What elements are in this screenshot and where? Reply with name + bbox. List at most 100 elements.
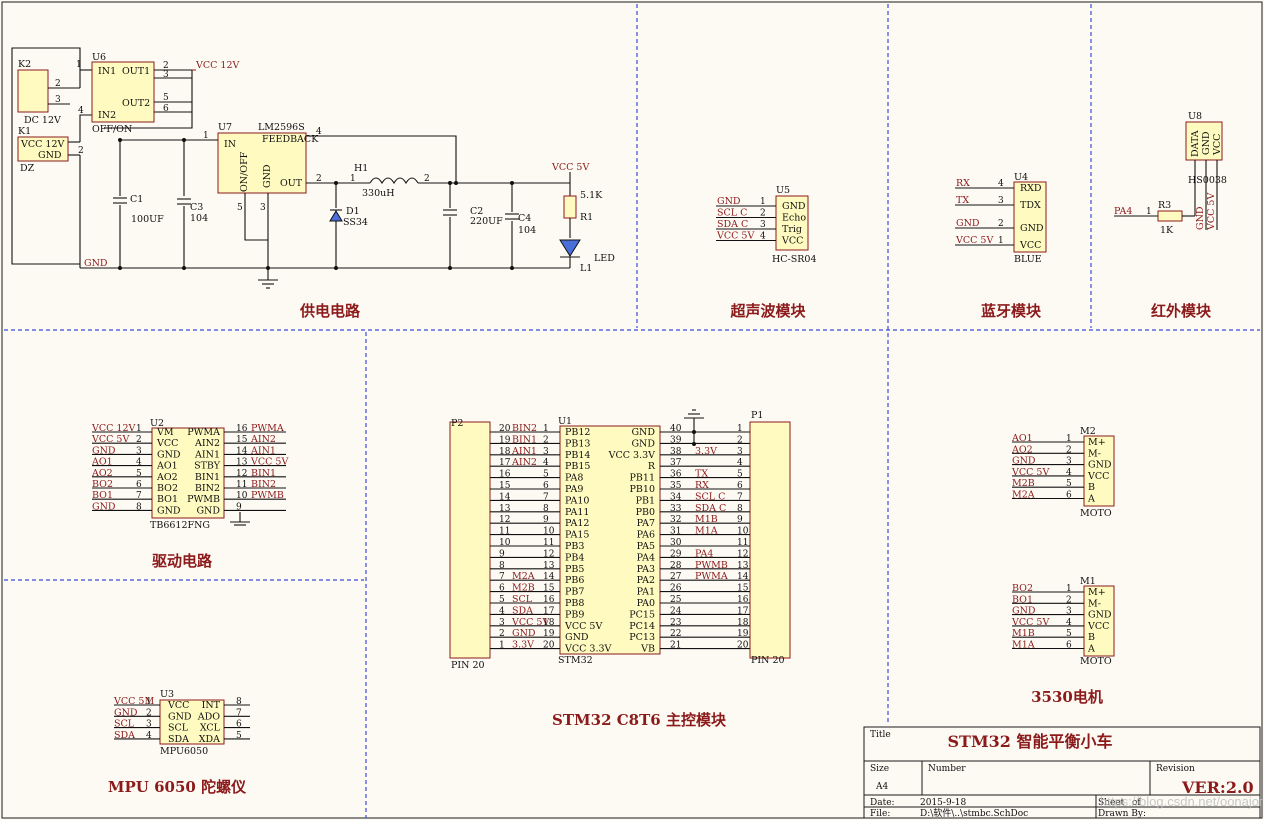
mcu-pin-label: GND: [631, 427, 655, 438]
svg-text:Sheet: Sheet: [1098, 798, 1125, 808]
us-net-label: SDA C: [717, 219, 748, 230]
motor-pin-label: GND: [1088, 610, 1112, 621]
mcu-pin-label: PA4: [637, 552, 655, 563]
p1-header: [749, 421, 791, 659]
bluetooth-chip: [1013, 181, 1047, 253]
tb6612-chip: [151, 427, 225, 519]
pin-number: 4: [499, 606, 505, 616]
svg-text:GND: GND: [1201, 131, 1212, 155]
svg-text:100UF: 100UF: [131, 214, 164, 225]
svg-text:220UF: 220UF: [470, 216, 503, 227]
vcc5v-net: VCC 5V: [551, 162, 589, 173]
pin-number: 25: [670, 595, 682, 605]
pin-number: 17: [499, 458, 511, 468]
pin-number: 4: [1066, 618, 1072, 628]
mcu-net-label: AIN1: [511, 446, 537, 457]
mcu-pin-label: PB3: [565, 541, 584, 552]
pin-number: 3: [136, 446, 142, 456]
mcu-net-label: SCL: [512, 594, 533, 605]
motor-net-label: M1B: [1012, 628, 1035, 639]
mpu-pin-label: SDA: [168, 734, 189, 745]
driver-pin-label: GND: [196, 505, 220, 516]
pin-number: 27: [670, 572, 682, 582]
mcu-net-label: M2A: [512, 571, 535, 582]
pin-number: 8: [543, 504, 549, 514]
k1-vcc-label: VCC 12V: [20, 139, 65, 150]
driver-net-label: GND: [92, 501, 116, 512]
motor-pin-label: A: [1087, 494, 1095, 505]
driver-net-label: BO2: [92, 479, 113, 490]
pin-number: 33: [670, 504, 682, 514]
bt-pin-label: RXD: [1020, 183, 1042, 194]
pin-number: 2: [136, 435, 142, 445]
mcu-pin-label: PA1: [637, 587, 655, 598]
mcu-net-label: PA4: [695, 548, 713, 559]
pin-number: 2: [1066, 595, 1072, 605]
us-net-label: GND: [717, 196, 741, 207]
driver-pin-label: AIN2: [194, 438, 220, 449]
svg-text:Revision: Revision: [1156, 764, 1195, 774]
motor-net-label: GND: [1012, 456, 1036, 467]
pin-number: 3: [499, 618, 505, 628]
pin-number: 2: [543, 435, 549, 445]
pin-number: 12: [236, 469, 247, 479]
pin-number: 20: [543, 641, 555, 651]
pin-number: 13: [236, 458, 248, 468]
mcu-pin-label: R: [648, 461, 656, 472]
driver-net-label: BO1: [92, 490, 113, 501]
driver-net-label: VCC 5V: [250, 457, 288, 468]
pin-number: 3: [146, 720, 152, 730]
mcu-pin-label: PA2: [637, 575, 655, 586]
mcu-net-label: SDA C: [695, 503, 726, 514]
pin-number: 9: [737, 515, 743, 525]
mpu-net-label: GND: [114, 707, 138, 718]
svg-text:1: 1: [1146, 207, 1152, 217]
mcu-net-label: PWMB: [695, 560, 728, 571]
k1-connector: [17, 136, 69, 162]
pin-number: 2: [1066, 445, 1072, 455]
svg-text:1K: 1K: [1160, 225, 1174, 236]
pin-number: 6: [1066, 641, 1072, 651]
vcc12v-net: VCC 12V: [195, 60, 240, 71]
k2-ref: K2: [18, 59, 31, 70]
mcu-pin-label: PA5: [637, 541, 655, 552]
pin-number: 5: [1066, 479, 1072, 489]
driver-pin-label: VM: [156, 427, 174, 438]
us-net-label: SCL C: [717, 208, 747, 219]
pin-number: 31: [670, 527, 681, 537]
bt-net-label: GND: [956, 218, 980, 229]
driver-pin-label: AIN1: [194, 449, 220, 460]
pin-number: 28: [670, 561, 682, 571]
pin-number: 35: [670, 481, 682, 491]
stm32-chip: [559, 425, 661, 655]
pin-number: 1: [737, 424, 743, 434]
power-circuit: K2 2 3 DC 12V 1 K1 VCC 12V GND DZ 4 2 U6…: [11, 47, 615, 289]
driver-net-label: PWMA: [251, 423, 284, 434]
offon-label: OFF/ON: [92, 124, 132, 135]
hc-sr04-label: HC-SR04: [772, 254, 817, 265]
section-title-driver: 驱动电路: [152, 552, 213, 570]
pin-number: 19: [499, 435, 511, 445]
pin-number: 6: [1066, 491, 1072, 501]
pin-number: 3: [1066, 457, 1072, 467]
pin-number: 15: [737, 584, 749, 594]
pin-number: 6: [136, 480, 142, 490]
svg-text:PIN 20: PIN 20: [451, 660, 485, 671]
r3-ref: R3: [1158, 200, 1171, 211]
p1-ref: P1: [751, 410, 763, 421]
svg-text:OUT: OUT: [280, 178, 303, 189]
pin-number: 4: [136, 458, 142, 468]
mcu-net-label: RX: [695, 480, 709, 491]
driver-net-label: AIN2: [250, 434, 276, 445]
driver-net-label: AIN1: [250, 445, 276, 456]
motor-net-label: AO2: [1011, 444, 1033, 455]
mcu-pin-label: GND: [565, 632, 589, 643]
section-title-mpu: MPU 6050 陀螺仪: [108, 778, 247, 796]
svg-text:MOTO: MOTO: [1080, 656, 1112, 667]
svg-text:5: 5: [237, 203, 243, 213]
pin-number: 19: [737, 629, 749, 639]
pin-number: 40: [670, 424, 682, 434]
section-title-power: 供电电路: [299, 302, 361, 320]
